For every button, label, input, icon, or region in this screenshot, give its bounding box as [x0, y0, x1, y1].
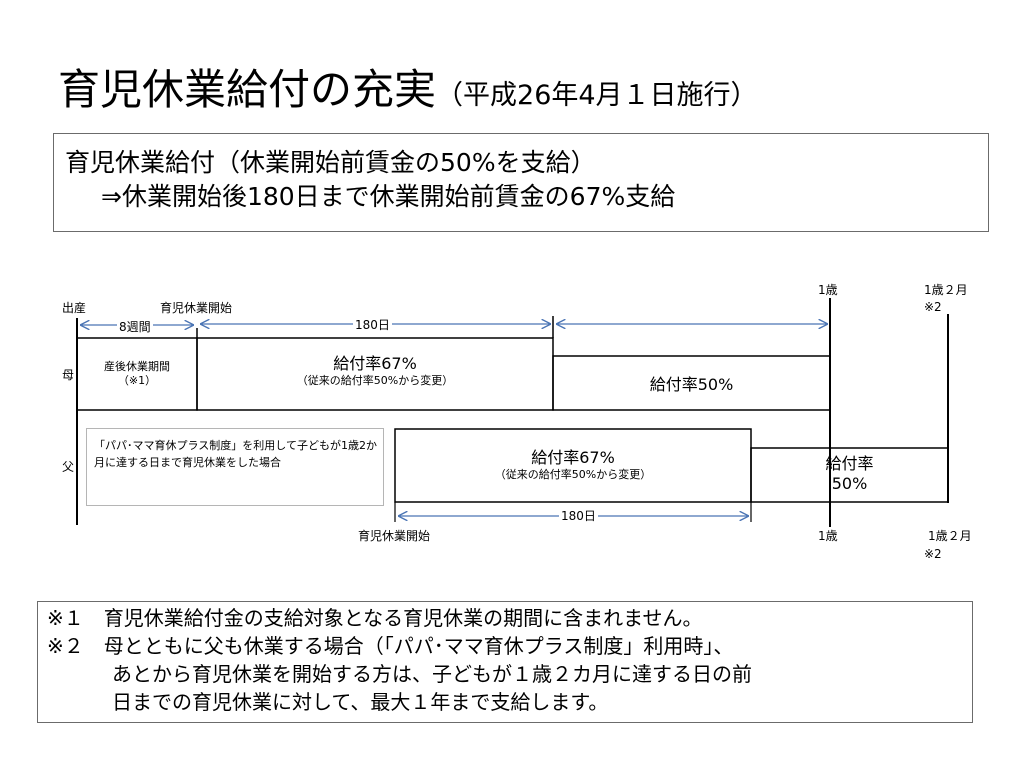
- summary-box: 育児休業給付（休業開始前賃金の50%を支給） ⇒休業開始後180日まで休業開始前…: [53, 133, 989, 232]
- title-main: 育児休業給付の充実: [58, 65, 437, 114]
- label-birth: 出産: [62, 301, 87, 315]
- summary-line-2: ⇒休業開始後180日まで休業開始前賃金の67%支給: [101, 182, 676, 211]
- father-rate50-line1: 給付率: [825, 454, 874, 473]
- mother-rate50-cell: 給付率50%: [649, 375, 734, 394]
- note-2-cont-1: あとから育児休業を開始する方は、子どもが１歳２カ月に達する日の前: [112, 662, 752, 686]
- label-leave-start-top: 育児休業開始: [160, 301, 233, 315]
- label-age1-bottom: 1歳: [818, 529, 838, 543]
- page-title: 育児休業給付の充実（平成26年4月１日施行）: [58, 56, 758, 117]
- label-8weeks: 8週間: [117, 320, 153, 334]
- note-1: ※１ 育児休業給付金の支給対象となる育児休業の期間に含まれません。: [47, 606, 703, 630]
- mother-rate67-label: 給付率67%: [333, 354, 417, 373]
- mother-rate67-cell: 給付率67% （従来の給付率50%から変更）: [197, 354, 553, 388]
- label-age1y2m-top: 1歳２月: [924, 283, 968, 297]
- father-rate67-note: （従来の給付率50%から変更）: [494, 468, 652, 481]
- title-sub: （平成26年4月１日施行）: [436, 80, 758, 111]
- label-age1-top: 1歳: [818, 283, 838, 297]
- label-age1y2m-bottom: 1歳２月: [928, 529, 972, 543]
- note-2-cont-2: 日までの育児休業に対して、最大１年まで支給します。: [112, 690, 609, 714]
- father-condition-box: 「パパ･ママ育休プラス制度」を利用して子どもが1歳2か月に達する日まで育児休業を…: [86, 428, 384, 506]
- father-rate50-box: [750, 447, 949, 503]
- label-180days-bottom: 180日: [559, 509, 598, 523]
- notes-box: ※１ 育児休業給付金の支給対象となる育児休業の期間に含まれません。 ※２ 母とと…: [37, 601, 973, 723]
- mother-rate50-box: [552, 355, 831, 411]
- row-label-father: 父: [62, 460, 75, 474]
- father-rate67-label: 給付率67%: [531, 448, 615, 467]
- label-leave-start-bottom: 育児休業開始: [358, 529, 431, 543]
- note-2: ※２ 母とともに父も休業する場合（「パパ･ママ育休プラス制度」利用時」、: [47, 634, 734, 658]
- label-note2-bottom: ※2: [924, 547, 942, 561]
- postnatal-note: （※1）: [117, 374, 157, 387]
- father-rate50-line2: 50%: [831, 474, 868, 493]
- postnatal-label: 産後休業期間: [104, 360, 170, 373]
- father-rate67-cell: 給付率67% （従来の給付率50%から変更）: [395, 448, 751, 482]
- mother-postnatal-cell: 産後休業期間 （※1）: [77, 360, 197, 388]
- mother-rate67-note: （従来の給付率50%から変更）: [296, 374, 454, 387]
- label-180days-top: 180日: [353, 318, 392, 332]
- row-label-mother: 母: [62, 368, 75, 382]
- summary-line-1: 育児休業給付（休業開始前賃金の50%を支給）: [65, 148, 596, 177]
- father-rate50-cell: 給付率 50%: [751, 454, 948, 494]
- label-note2-top: ※2: [924, 300, 942, 314]
